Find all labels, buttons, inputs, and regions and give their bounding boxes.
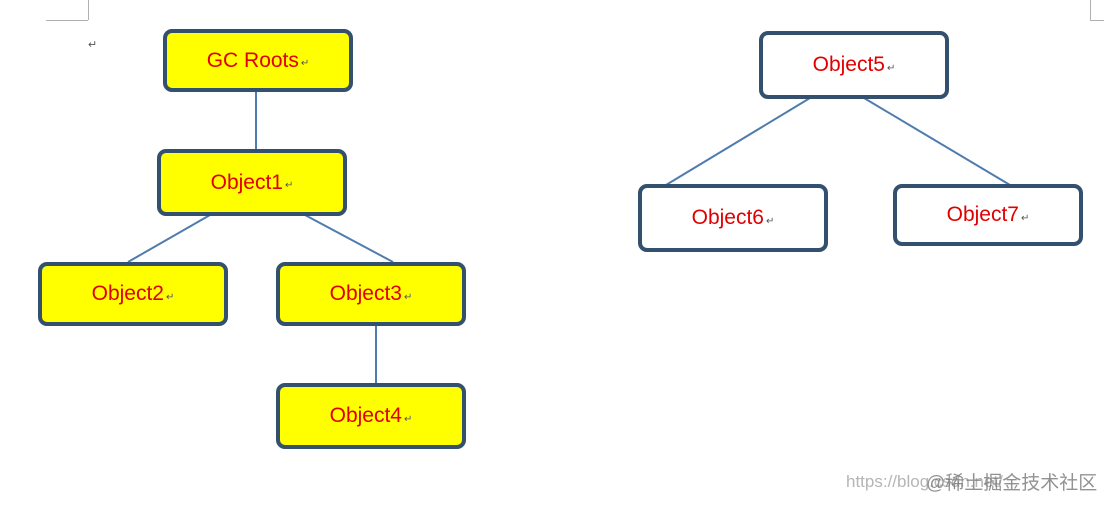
- node-object4-label: Object4: [329, 404, 402, 427]
- paragraph-mark: ↵: [765, 215, 775, 227]
- edge-object1-object2: [127, 214, 211, 263]
- node-gc-roots: GC Roots↵: [163, 29, 353, 92]
- paragraph-mark: ↵: [300, 58, 310, 69]
- node-object2: Object2↵: [38, 262, 228, 326]
- node-object4: Object4↵: [276, 383, 466, 449]
- node-object6-label: Object6: [691, 206, 764, 229]
- paragraph-mark: ↵: [165, 291, 175, 303]
- paragraph-mark: ↵: [284, 180, 294, 191]
- node-object1-label: Object1: [210, 170, 283, 194]
- node-object3: Object3↵: [276, 262, 466, 326]
- node-object7: Object7↵: [893, 184, 1083, 246]
- page-corner-marker-top-left: [46, 20, 88, 21]
- edge-object5-object6: [665, 97, 811, 186]
- node-object7-label: Object7: [946, 203, 1019, 226]
- page-corner-marker-top-right-vertical: [1090, 0, 1091, 20]
- paragraph-mark: ↵: [886, 62, 896, 74]
- node-gc-roots-label: GC Roots: [206, 48, 299, 72]
- node-object6: Object6↵: [638, 184, 828, 252]
- node-object5: Object5↵: [759, 31, 949, 99]
- paragraph-mark: ↵: [403, 413, 413, 425]
- node-object1: Object1↵: [157, 149, 347, 216]
- page-corner-marker-top-left-vertical: [88, 0, 89, 20]
- watermark-url: https://blog.csdn.net/: [846, 472, 1003, 491]
- node-object2-label: Object2: [91, 282, 164, 305]
- edge-object5-object7: [863, 97, 1011, 186]
- node-object5-label: Object5: [812, 53, 885, 76]
- paragraph-mark: ↵: [88, 39, 98, 51]
- watermark: https://blog.csdn.net/ @稀土掘金技术社区: [846, 472, 1097, 494]
- node-object3-label: Object3: [329, 282, 402, 305]
- paragraph-mark: ↵: [403, 291, 413, 303]
- edge-object1-object3: [304, 214, 394, 263]
- page-corner-marker-top-right: [1090, 20, 1104, 21]
- watermark-brand: @稀土掘金技术社区: [926, 473, 1098, 494]
- paragraph-mark: ↵: [1020, 212, 1030, 224]
